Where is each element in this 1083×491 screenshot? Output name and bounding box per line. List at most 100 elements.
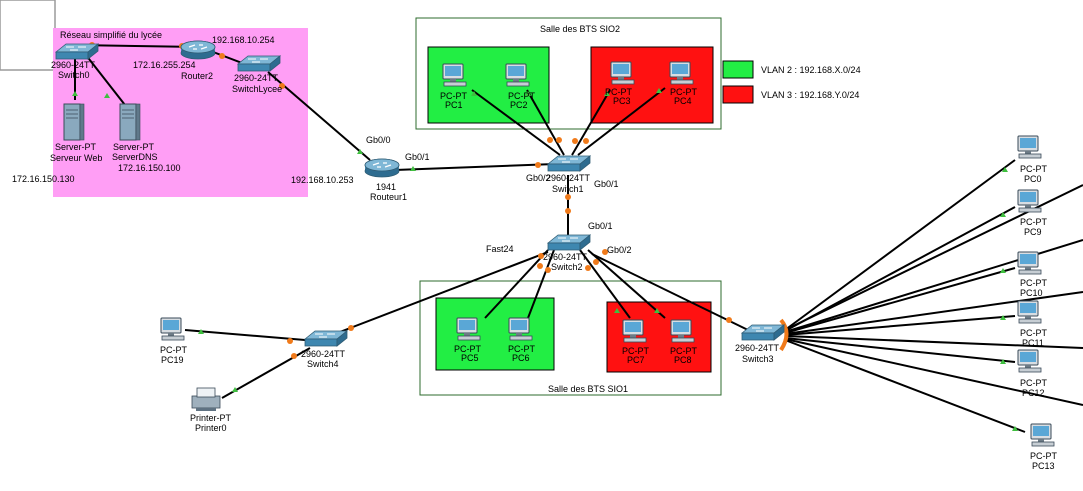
pc10-name: PC10 — [1020, 288, 1043, 298]
link-switch3-pc10 — [784, 267, 1016, 334]
link-switchlycee-router1 — [267, 71, 371, 161]
sio1-vlan2-zone — [435, 297, 555, 371]
port-indicator — [565, 194, 571, 200]
pc3-name: PC3 — [613, 96, 631, 106]
pc13-device[interactable]: PC-PT PC13 — [1030, 423, 1058, 471]
port-indicator — [104, 93, 110, 98]
port-indicator — [1012, 426, 1018, 431]
switch1-model: 2960-24TT — [546, 173, 591, 183]
sio2-vlan3-zone — [590, 46, 714, 124]
router1-model: 1941 — [376, 182, 396, 192]
router1-port-gb01: Gb0/1 — [405, 152, 430, 162]
port-indicator — [1000, 212, 1006, 217]
pc0-model: PC-PT — [1020, 164, 1048, 174]
link-switch3-pc0 — [784, 159, 1016, 331]
port-indicator — [602, 249, 608, 255]
router1-icon — [364, 158, 400, 178]
switch3-model: 2960-24TT — [735, 343, 780, 353]
pc12-device[interactable]: PC-PT PC12 — [1017, 349, 1048, 398]
switch4-device[interactable]: 2960-24TT Switch4 — [301, 330, 348, 369]
pc11-device[interactable]: PC-PT PC11 — [1017, 300, 1048, 348]
pc5-device[interactable]: PC-PT PC5 — [454, 317, 482, 363]
pc0-name: PC0 — [1024, 174, 1042, 184]
printer0-icon — [191, 387, 221, 412]
pc0-icon — [1017, 135, 1042, 159]
link-switch3-offscreen-3 — [784, 291, 1083, 335]
link-switch3-pc13 — [784, 339, 1026, 433]
pc7-device[interactable]: PC-PT PC7 — [622, 319, 650, 365]
router1-device[interactable]: 1941 Routeur1 — [364, 158, 407, 202]
pc4-device[interactable]: PC-PT PC4 — [669, 61, 698, 106]
router2-wan-ip: 172.16.255.254 — [133, 60, 196, 70]
port-indicator — [614, 308, 620, 313]
port-indicator — [585, 265, 591, 271]
switch1-device[interactable]: 2960-24TT Switch1 — [546, 155, 591, 194]
switch0-model: 2960-24TT — [51, 60, 96, 70]
printer0-device[interactable]: Printer-PT Printer0 — [190, 387, 232, 433]
serverdns-device[interactable]: Server-PT ServerDNS — [112, 103, 158, 162]
switch3-port-bundle — [779, 318, 789, 352]
pc5-icon — [456, 317, 481, 341]
switchlycee-model: 2960-24TT — [234, 73, 279, 83]
pc9-name: PC9 — [1024, 227, 1042, 237]
switch0-device[interactable]: 2960-24TT Switch0 — [51, 43, 99, 80]
port-indicator — [583, 138, 589, 144]
router1-name: Routeur1 — [370, 192, 407, 202]
switch2-device[interactable]: 2960-24TT Switch2 — [543, 234, 591, 272]
pc0-device[interactable]: PC-PT PC0 — [1017, 135, 1048, 184]
port-indicator — [538, 253, 544, 259]
pc1-icon — [442, 63, 467, 87]
pc1-device[interactable]: PC-PT PC1 — [440, 63, 468, 110]
serverdns-ip: 172.16.150.100 — [118, 163, 181, 173]
pc1-model: PC-PT — [440, 91, 468, 101]
switch3-device[interactable]: 2960-24TT Switch3 — [735, 324, 785, 364]
router2-device[interactable]: Router2 — [180, 40, 216, 81]
link-switch2-switch3 — [591, 253, 749, 331]
pc8-model: PC-PT — [670, 346, 698, 356]
pc2-name: PC2 — [510, 100, 528, 110]
pc6-device[interactable]: PC-PT PC6 — [508, 317, 536, 363]
port-indicator — [348, 325, 354, 331]
switch2-icon — [547, 234, 591, 251]
serverweb-device[interactable]: Server-PT Serveur Web — [50, 103, 102, 163]
port-indicator — [556, 137, 562, 143]
port-indicator — [198, 329, 204, 334]
printer0-name: Printer0 — [195, 423, 227, 433]
lycee-zone-title: Réseau simplifié du lycée — [60, 30, 162, 40]
link-switch3-offscreen-5 — [784, 338, 1083, 406]
legend-vlan3-swatch — [722, 85, 754, 104]
port-indicator — [656, 88, 662, 93]
pc13-model: PC-PT — [1030, 451, 1058, 461]
pc19-name: PC19 — [161, 355, 184, 365]
pc9-device[interactable]: PC-PT PC9 — [1017, 189, 1048, 237]
port-indicator — [1000, 359, 1006, 364]
port-indicator — [219, 53, 225, 59]
pc4-model: PC-PT — [670, 87, 698, 97]
serverweb-model: Server-PT — [55, 142, 97, 152]
switch2-model: 2960-24TT — [543, 252, 588, 262]
pc8-name: PC8 — [674, 355, 692, 365]
pc2-device[interactable]: PC-PT PC2 — [505, 63, 536, 110]
pc19-device[interactable]: PC-PT PC19 — [160, 317, 188, 365]
link-switch1-pc1 — [471, 89, 561, 156]
pc8-device[interactable]: PC-PT PC8 — [670, 319, 698, 365]
link-switch3-pc12 — [784, 337, 1016, 363]
link-switch2-pc6 — [527, 249, 555, 319]
pc10-device[interactable]: PC-PT PC10 — [1017, 251, 1048, 298]
serverdns-model: Server-PT — [113, 142, 155, 152]
pc3-device[interactable]: PC-PT PC3 — [605, 61, 635, 106]
link-switch0-serverdns — [81, 49, 126, 106]
port-indicator — [654, 308, 660, 313]
port-indicator — [604, 91, 610, 96]
pc10-icon — [1017, 251, 1042, 275]
legend-vlan2-swatch — [722, 60, 754, 79]
pc11-icon — [1017, 300, 1042, 324]
router2-lan-ip: 192.168.10.254 — [212, 35, 275, 45]
switchlycee-device[interactable]: 2960-24TT SwitchLycee — [232, 55, 282, 94]
port-indicator — [287, 338, 293, 344]
switch1-icon — [547, 155, 591, 172]
sio2-room — [415, 17, 722, 130]
switch4-model: 2960-24TT — [301, 349, 346, 359]
switch3-name: Switch3 — [742, 354, 774, 364]
